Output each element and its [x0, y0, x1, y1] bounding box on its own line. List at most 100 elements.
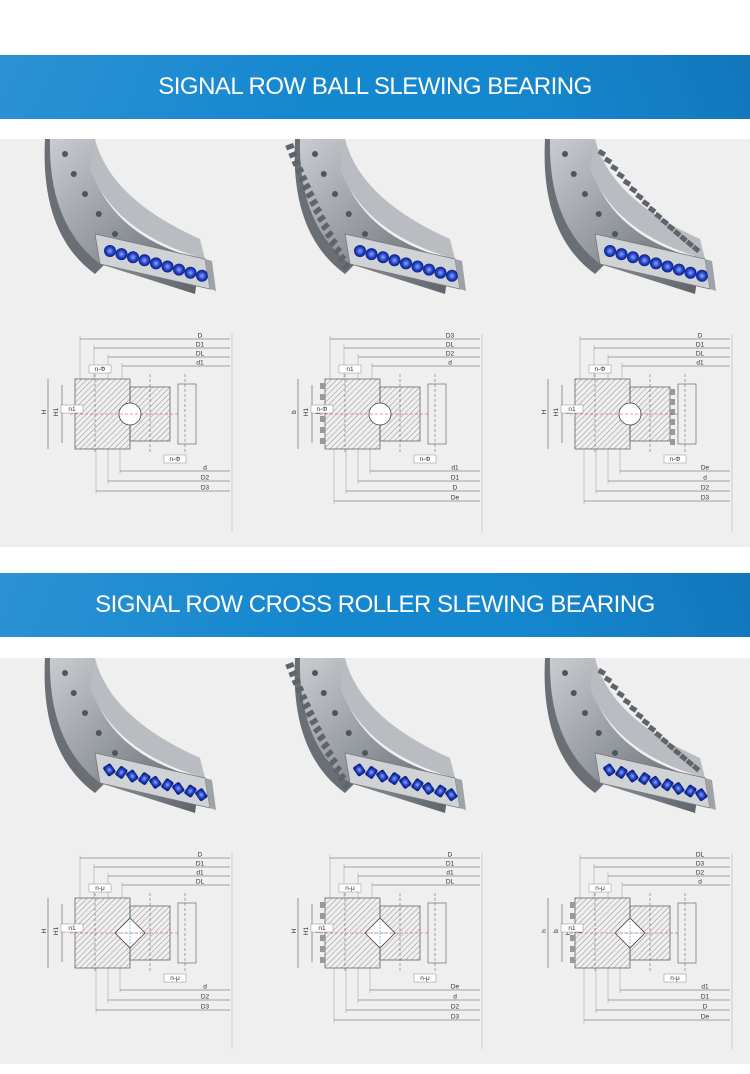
- ball: [354, 245, 366, 257]
- ball: [388, 254, 401, 267]
- bolt-hole: [345, 211, 352, 217]
- gear-tooth: [320, 902, 325, 908]
- gear-tooth: [570, 913, 575, 919]
- dimension-label: H1: [53, 407, 60, 416]
- gear-tooth: [647, 724, 657, 733]
- dimension-label: D3: [451, 1014, 460, 1021]
- gear-tooth: [288, 150, 298, 159]
- callout-box: [310, 923, 334, 933]
- dimension-label: De: [451, 495, 460, 502]
- ball: [411, 260, 424, 273]
- gear-tooth: [309, 198, 319, 207]
- dimension-label: n-Φ: [595, 366, 606, 373]
- gear-tooth: [298, 693, 308, 702]
- gear-tooth: [691, 244, 701, 254]
- bearing-item: bH1HD3DLD2dd1D1DDen1n-Φn-Φ: [250, 139, 500, 547]
- dimension-label: n-μ: [170, 975, 180, 982]
- section-title: SIGNAL ROW CROSS ROLLER SLEWING BEARING: [95, 591, 655, 618]
- dimension-label: n1: [346, 366, 354, 373]
- gear-tooth: [679, 753, 688, 762]
- ball: [604, 245, 616, 257]
- dimension-label: D2: [701, 485, 710, 492]
- gear-tooth: [291, 677, 301, 686]
- dimension-label: n1: [568, 925, 576, 932]
- ball: [400, 257, 412, 270]
- gear-tooth: [691, 763, 701, 773]
- inner-bore: [177, 902, 197, 964]
- dimension-label: DL: [446, 879, 455, 886]
- gear-tooth: [672, 229, 682, 238]
- bearing-render-image: [285, 139, 466, 294]
- dimension-label: D: [703, 1004, 708, 1011]
- bolt-hole: [82, 191, 88, 197]
- gear-tooth: [333, 764, 343, 775]
- gear-tooth: [285, 142, 295, 151]
- dimension-label: De: [701, 465, 710, 472]
- roller: [103, 763, 116, 777]
- bolt-hole: [320, 690, 327, 696]
- bearing-render-image: [44, 658, 216, 813]
- gear-tooth: [660, 736, 669, 745]
- callout-box: [338, 883, 362, 893]
- ring-inner-face: [90, 658, 205, 778]
- dimension-label: n1: [318, 925, 326, 932]
- ball: [150, 257, 162, 270]
- dimension-label: D: [198, 333, 203, 340]
- gear-tooth: [309, 717, 319, 726]
- roller: [445, 788, 458, 801]
- dimension-label: d: [698, 879, 702, 886]
- gear-tooth: [294, 166, 305, 175]
- gear-tooth: [685, 758, 695, 767]
- gear-tooth: [635, 192, 644, 201]
- bolt-hole: [112, 231, 118, 237]
- roller: [411, 778, 424, 792]
- gear-tooth: [320, 957, 325, 963]
- bolt-hole: [595, 211, 602, 217]
- ball: [184, 266, 197, 279]
- dimension-label: D: [448, 852, 453, 859]
- dimension-label: d: [448, 360, 452, 367]
- dimension-label: n-μ: [95, 885, 105, 892]
- gear-tooth: [337, 253, 347, 264]
- bearing-render-image: [44, 139, 216, 294]
- gear-tooth: [622, 178, 632, 187]
- gear-tooth: [666, 223, 676, 232]
- roller: [422, 782, 435, 795]
- gear-tooth: [285, 661, 295, 670]
- dimension-label: DL: [696, 351, 705, 358]
- dimension-label: D3: [701, 495, 710, 502]
- callout-box: [663, 973, 687, 983]
- dimension-label: d: [453, 994, 457, 1001]
- dimension-label: d: [703, 475, 707, 482]
- ring-end: [705, 259, 716, 291]
- roller: [126, 769, 139, 783]
- gear-tooth: [324, 229, 334, 240]
- dimension-label: H1: [303, 407, 310, 416]
- gear-tooth: [320, 913, 325, 919]
- ball: [650, 257, 662, 270]
- gear-tooth: [328, 756, 339, 767]
- dimension-label: n-μ: [420, 975, 430, 982]
- dimension-label: De: [451, 984, 460, 991]
- dimension-label: n-Φ: [420, 456, 431, 463]
- gear-tooth: [320, 935, 325, 941]
- dimension-label: D2: [696, 870, 705, 877]
- roller: [603, 763, 616, 777]
- roller: [399, 775, 412, 789]
- dimension-label: DL: [696, 852, 705, 859]
- dimension-label: H: [41, 928, 48, 933]
- dimension-label: D2: [446, 351, 455, 358]
- gear-tooth: [603, 675, 613, 684]
- roller: [388, 772, 401, 785]
- bolt-hole: [332, 191, 338, 197]
- gear-tooth: [616, 690, 625, 699]
- bolt-hole: [62, 670, 68, 676]
- gear-tooth: [337, 772, 347, 783]
- dimension-label: n1: [68, 406, 76, 413]
- gear-tooth: [628, 704, 638, 713]
- dimension-label: De: [701, 1014, 710, 1021]
- roller: [661, 778, 674, 792]
- roller: [434, 784, 447, 798]
